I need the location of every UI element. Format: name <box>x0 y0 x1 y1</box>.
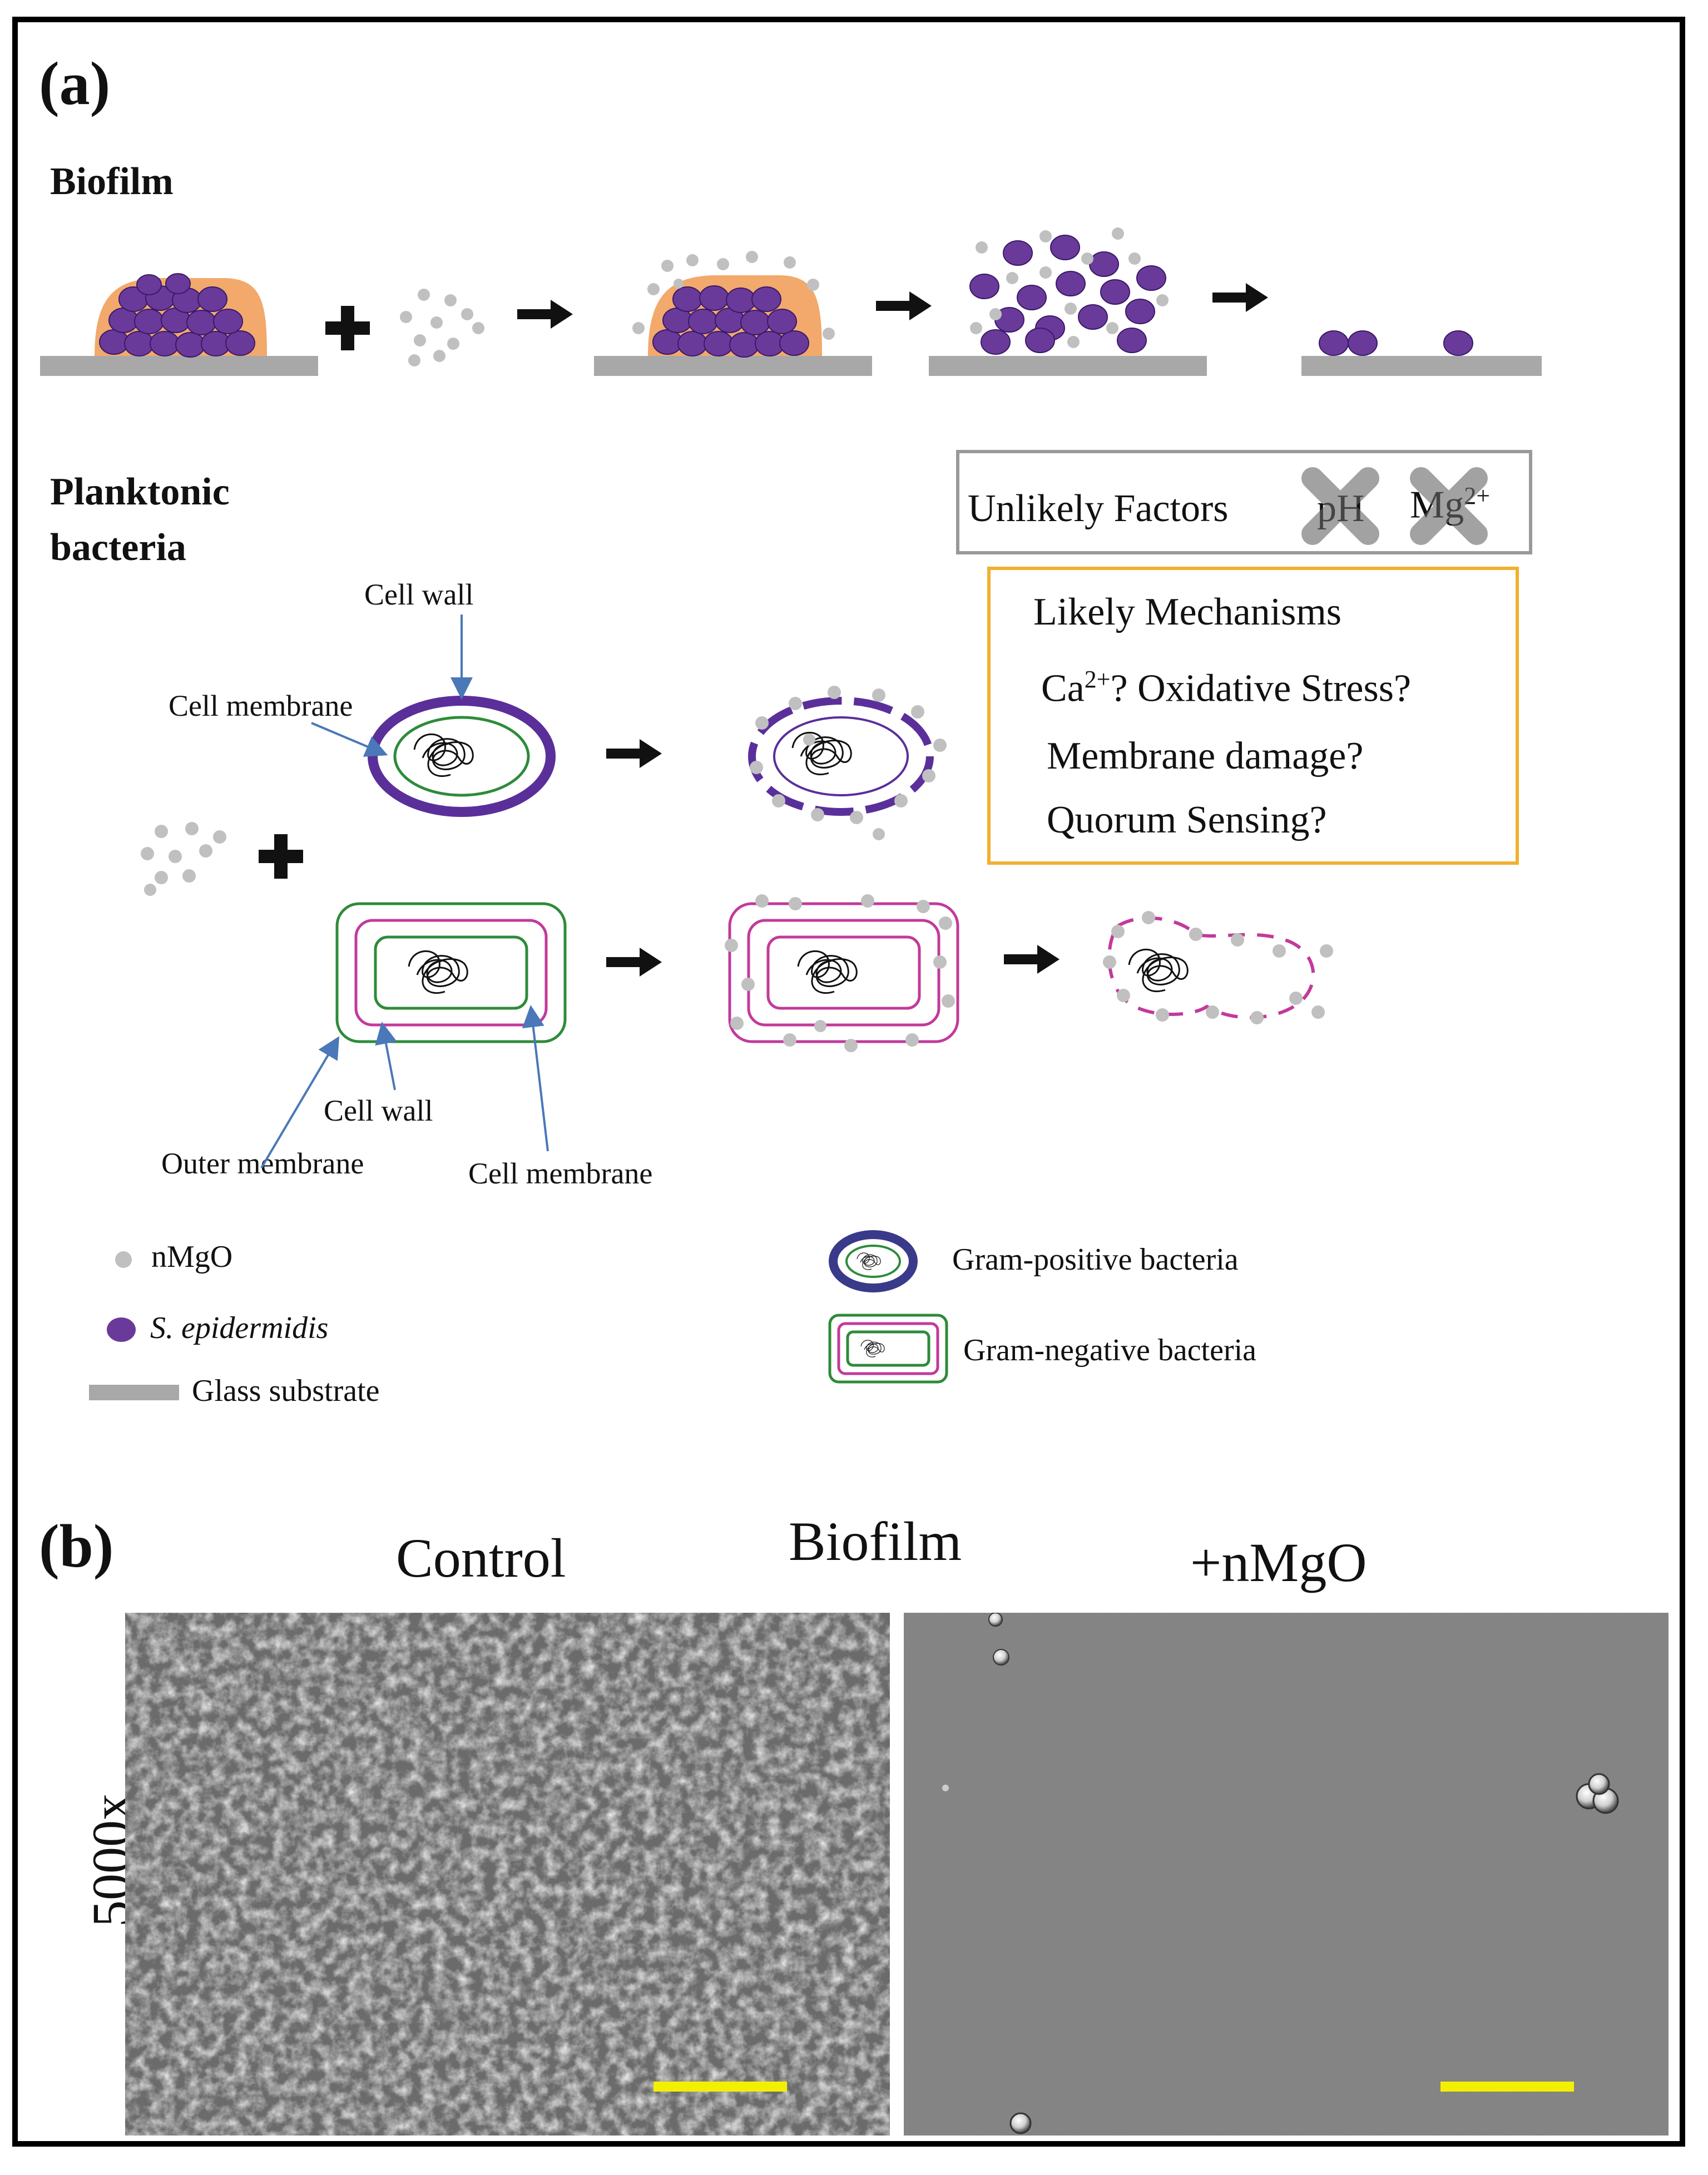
legend-nmgo-symbol <box>115 1251 132 1268</box>
gn-cell-membrane-label: Cell membrane <box>468 1157 653 1190</box>
gn-outer-membrane-label: Outer membrane <box>161 1147 364 1180</box>
mg-cross-icon <box>1410 467 1488 545</box>
sem-nmgo-texture <box>904 1613 1669 2136</box>
likely-line2: Membrane damage? <box>1047 735 1364 777</box>
gram-negative-cell-lysed <box>1103 911 1333 1024</box>
gram-positive-cell-after <box>748 686 947 840</box>
panel-a-letter: (a) <box>39 49 111 117</box>
gp-cell-membrane-label: Cell membrane <box>169 689 353 722</box>
likely-mechanisms-title: Likely Mechanisms <box>1033 591 1342 633</box>
legend-glass-label: Glass substrate <box>192 1374 380 1408</box>
biofilm-heading: Biofilm <box>50 160 174 203</box>
likely-ca-base: Ca <box>1041 667 1085 710</box>
gram-positive-cell-before <box>368 696 556 817</box>
biofilm-stage-4 <box>1301 330 1542 376</box>
likely-line3: Quorum Sensing? <box>1047 799 1327 841</box>
unlikely-factors-label: Unlikely Factors <box>968 487 1229 530</box>
legend-s-epidermidis-symbol <box>107 1317 136 1342</box>
column-heading-control: Control <box>396 1527 566 1589</box>
likely-ca-sup: 2+ <box>1084 666 1111 693</box>
legend-gram-pos-symbol <box>829 1230 918 1292</box>
legend-gram-pos-label: Gram-positive bacteria <box>952 1242 1239 1277</box>
likely-line1-rest: ? Oxidative Stress? <box>1110 667 1412 710</box>
planktonic-heading-line2: bacteria <box>50 526 186 569</box>
biofilm-stage-2 <box>594 251 872 376</box>
column-heading-biofilm: Biofilm <box>789 1510 962 1572</box>
unlikely-factors-box <box>956 450 1532 554</box>
column-heading-nmgo: +nMgO <box>1190 1532 1367 1593</box>
scale-bar-nmgo <box>1440 2082 1574 2092</box>
legend-gram-neg-label: Gram-negative bacteria <box>963 1333 1257 1368</box>
nmgo-cluster-biofilm <box>400 289 484 366</box>
planktonic-heading-line1: Planktonic <box>50 470 230 513</box>
panel-b-letter: (b) <box>39 1512 114 1580</box>
sem-control-texture <box>125 1613 890 2136</box>
likely-line1: Ca2+? Oxidative Stress? <box>1041 667 1411 708</box>
sem-image-nmgo <box>904 1613 1669 2136</box>
nmgo-cluster-planktonic <box>141 822 226 896</box>
figure-frame <box>12 17 1685 2147</box>
biofilm-stage-3 <box>929 227 1207 376</box>
scale-bar-control <box>654 2082 787 2092</box>
gram-negative-cell-before <box>335 902 567 1043</box>
gn-cell-wall-label: Cell wall <box>324 1094 433 1127</box>
legend-gram-neg-symbol <box>828 1314 948 1384</box>
gp-cell-wall-label: Cell wall <box>364 578 474 611</box>
legend-nmgo-label: nMgO <box>151 1240 233 1274</box>
likely-mechanisms-box <box>987 567 1519 865</box>
legend-s-epidermidis-label: S. epidermidis <box>150 1311 329 1345</box>
ph-cross-icon <box>1301 467 1379 545</box>
biofilm-stage-1 <box>40 273 318 376</box>
sem-image-control <box>125 1613 890 2136</box>
gram-negative-cell-after <box>725 894 959 1052</box>
legend-glass-symbol <box>89 1385 179 1400</box>
